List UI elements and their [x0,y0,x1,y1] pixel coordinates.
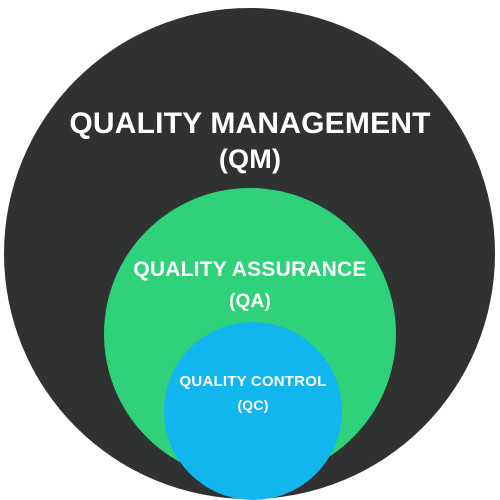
quality-management-abbreviation: (QM) [218,144,282,174]
quality-control-circle [164,322,342,500]
brand-name: greenlight guru [381,476,486,492]
quality-control-abbreviation: (QC) [237,397,269,413]
brand-watermark: greenlight guru [362,475,486,493]
greenlight-guru-logo-icon [362,475,378,493]
quality-assurance-abbreviation: (QA) [229,291,271,312]
quality-management-title: QUALITY MANAGEMENT [69,107,431,140]
quality-assurance-title: QUALITY ASSURANCE [133,258,367,281]
quality-control-title: QUALITY CONTROL [179,373,327,390]
